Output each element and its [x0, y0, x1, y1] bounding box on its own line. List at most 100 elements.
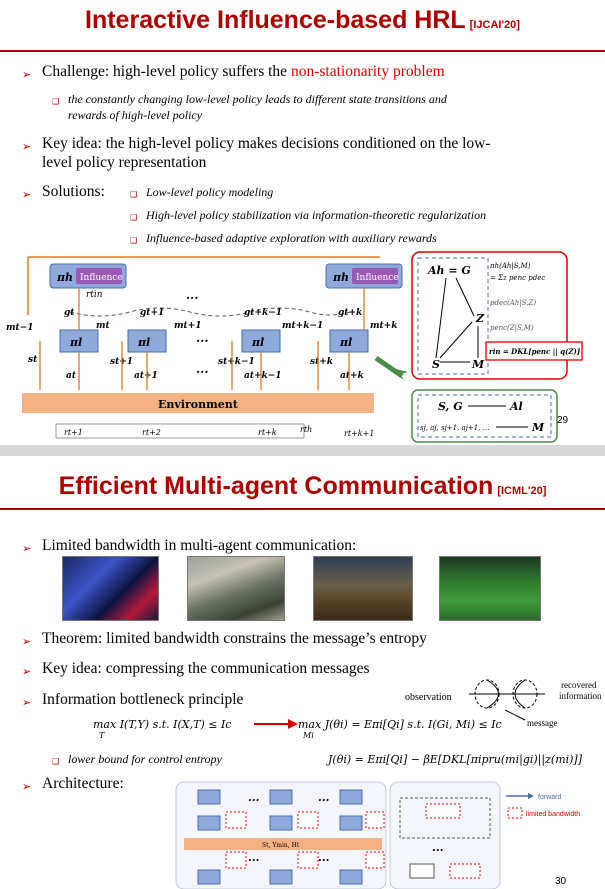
keyidea-line2: level policy representation	[42, 154, 207, 171]
hrl-diagram: πh Influence rtin πh Influence πl πl πl …	[6, 251, 583, 443]
r-label: rt+k+1	[344, 429, 374, 438]
ellipsis: ···	[196, 365, 209, 379]
sub-bullet-box-icon: ❑	[130, 190, 138, 199]
recovered-label: recovered	[561, 680, 597, 690]
bullet-arrow-icon: ➢	[22, 140, 32, 153]
challenge-text: Challenge: high-level policy suffers the	[42, 63, 291, 80]
formula-pdec: pdec(Ah|S,Z)	[490, 299, 536, 307]
detail-node	[409, 863, 435, 879]
reward-bar	[55, 423, 305, 439]
bullet-arrow-icon: ➢	[22, 542, 32, 555]
a-label: at+1	[134, 371, 158, 381]
m-label: mt+1	[174, 321, 201, 331]
sub-bullet-box-icon: ❑	[130, 213, 138, 222]
challenge-sub-line2: rewards of high-level policy	[68, 108, 203, 122]
bullet-arrow-icon: ➢	[22, 696, 32, 709]
ellipsis: ···	[248, 794, 260, 807]
legend-limited-box	[507, 807, 523, 819]
node-sg: S, G	[438, 400, 463, 413]
challenge-sub-line1: the constantly changing low-level policy…	[68, 92, 447, 106]
influence-label: Influence	[356, 273, 399, 283]
trajectory-label: sj, aj, sj+1, aj+1, …	[420, 424, 490, 432]
ellipsis: ···	[196, 334, 209, 348]
title-rule	[0, 50, 605, 52]
pi-l-label: πl	[251, 336, 264, 349]
pi-h-label: πh	[56, 271, 73, 284]
r-label: rt+k	[258, 428, 277, 437]
formula-penc: penc(Z|S,M)	[490, 324, 534, 332]
bullet-arrow-icon: ➢	[22, 665, 32, 678]
pi-h-label: πh	[332, 271, 349, 284]
architecture-diagram: St, Ymin, Ht ··· ··· ··· ··· ··· forward…	[175, 781, 580, 889]
arch-env-bar	[184, 838, 382, 850]
node-m: M	[531, 421, 545, 434]
photo-rescue-robot	[313, 556, 413, 621]
bullet-arrow-icon: ➢	[22, 780, 32, 793]
ellipsis: ···	[186, 291, 199, 305]
formula-sum: = Σz penc pdec	[490, 274, 545, 282]
page-number: 30	[555, 876, 567, 887]
venue-tag: [IJCAI'20]	[469, 19, 520, 31]
title-text: Interactive Influence-based HRL	[85, 6, 466, 34]
observation-label: observation	[405, 692, 452, 703]
a-label: at	[66, 371, 77, 381]
graph-node-s: S	[432, 358, 440, 371]
influence-block	[76, 268, 122, 284]
venue-tag: [ICML'20]	[497, 485, 547, 497]
influence-block	[352, 268, 398, 284]
m-label: mt+k	[370, 321, 397, 331]
formula-r-in: rin = DKL[penc || q(Z)]	[489, 347, 581, 356]
sub-bullet-box-icon: ❑	[52, 757, 60, 766]
eq-ib-left-sub: T	[99, 731, 105, 740]
eq-ib-left: max I(T,Y) s.t. I(X,T) ≤ Ic	[93, 718, 232, 731]
sub-bullet-box-icon: ❑	[52, 97, 60, 106]
ellipsis: ···	[318, 794, 330, 807]
lowlevel-panel	[411, 389, 558, 443]
graph-node-z: Z	[475, 312, 485, 325]
m-prev-label: mt−1	[6, 323, 33, 333]
bullet-arrow-icon: ➢	[22, 635, 32, 648]
bullet-arrow-icon: ➢	[22, 188, 32, 201]
eq-lower-bound: J(θi) = Eπi[Qi] − βE[DKL[πipru(mi|gi)||z…	[328, 753, 583, 766]
node-al: Al	[509, 400, 523, 413]
information-label: information	[559, 691, 602, 701]
graph-node-ah: Ah = G	[427, 264, 471, 277]
photo-city-night	[62, 556, 159, 621]
bottleneck-diagram: observation recovered information messag…	[405, 679, 602, 728]
detail-red-box	[425, 803, 461, 819]
slide-ihrl: Interactive Influence-based HRL[IJCAI'20…	[0, 6, 605, 443]
legend-forward-label: forward	[538, 794, 561, 801]
g-label: gt+k	[338, 308, 362, 318]
eq-ib-right-sub: Mi	[303, 731, 314, 740]
legend-limited-label: limited bandwidth	[526, 811, 580, 818]
message-pointer	[504, 709, 526, 721]
slide-title: Interactive Influence-based HRL[IJCAI'20…	[0, 6, 605, 35]
environment-bar	[22, 393, 374, 413]
influence-label: Influence	[80, 273, 123, 283]
graph-dashed-box	[417, 257, 489, 375]
g-label: gt+k−1	[244, 308, 282, 318]
title-text: Efficient Multi-agent Communication	[58, 472, 494, 500]
environment-label: Environment	[158, 398, 239, 411]
r-h-label: rth	[300, 425, 312, 434]
legend-forward-arrow-icon	[528, 793, 534, 799]
detail-red-node	[449, 863, 481, 879]
ellipsis: ···	[248, 854, 260, 867]
ellipsis: ···	[318, 854, 330, 867]
a-label: at+k	[340, 371, 364, 381]
r-in-label: rtin	[86, 290, 103, 300]
detail-dashed-box	[399, 797, 491, 839]
photo-robot-soccer	[439, 556, 541, 621]
bullet-arrow-icon: ➢	[22, 68, 32, 81]
formula-pi-h: πh(Ah|S,M)	[489, 262, 531, 270]
a-label: at+k−1	[244, 371, 282, 381]
s-label: st	[28, 355, 38, 365]
green-arrow-shaft	[374, 355, 404, 379]
photo-traffic-intersection	[187, 556, 285, 621]
page-number: 29	[557, 415, 569, 426]
r-label: rt+1	[64, 428, 83, 437]
slide-mac: Efficient Multi-agent Communication[ICML…	[0, 456, 605, 889]
pi-l-label: πl	[339, 336, 352, 349]
pi-l-label: πl	[137, 336, 150, 349]
r-label: rt+2	[142, 428, 161, 437]
